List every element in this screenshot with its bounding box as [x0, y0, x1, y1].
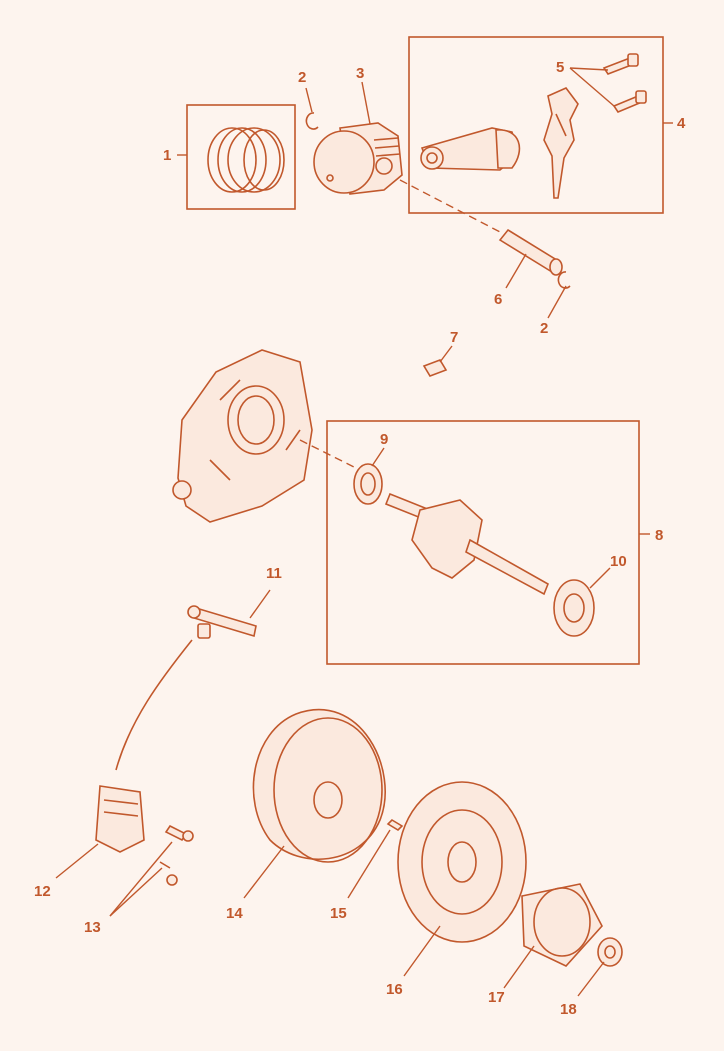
ignition-coil-part	[95, 639, 193, 853]
callout-3: 3	[356, 65, 364, 82]
flywheel-nut-part	[597, 937, 623, 967]
timing-gear-part	[553, 579, 595, 637]
callout-6: 6	[494, 291, 502, 308]
crank-gear-part	[353, 463, 383, 505]
callout-13: 13	[84, 919, 101, 936]
connecting-rod-part	[420, 87, 579, 199]
callout-2-bottom: 2	[540, 320, 548, 337]
woodruff-key-part	[422, 359, 448, 377]
piston-pin-part	[498, 228, 563, 276]
callout-15: 15	[330, 905, 347, 922]
circlip-part-top	[305, 112, 319, 130]
callout-17: 17	[488, 989, 505, 1006]
circlip-part-bottom	[557, 271, 571, 289]
callout-11: 11	[266, 565, 282, 582]
ignition-pin-part	[187, 605, 257, 639]
cooling-fan-part	[397, 781, 527, 943]
rod-bolts-part	[602, 53, 647, 113]
piston-part	[313, 122, 403, 195]
crankshaft-part	[384, 492, 550, 596]
flywheel-part	[252, 708, 386, 863]
callout-1: 1	[163, 147, 171, 164]
piston-rings-part	[207, 127, 285, 193]
callout-2-top: 2	[298, 69, 306, 86]
piston-ring-group-box	[186, 104, 296, 210]
coil-fasteners-part	[159, 824, 194, 886]
connecting-rod-group-box	[408, 36, 664, 214]
callout-9: 9	[380, 431, 388, 448]
callout-18: 18	[560, 1001, 577, 1018]
callout-7: 7	[450, 329, 458, 346]
callout-10: 10	[610, 553, 627, 570]
callout-14: 14	[226, 905, 243, 922]
callout-12: 12	[34, 883, 51, 900]
callout-8: 8	[655, 527, 663, 544]
flywheel-key-part	[386, 818, 404, 832]
callout-16: 16	[386, 981, 403, 998]
callout-4: 4	[677, 115, 686, 132]
crankshaft-group-box	[326, 420, 640, 665]
crankcase-cover-part	[172, 349, 313, 523]
callout-5: 5	[556, 59, 564, 76]
starter-cup-part	[521, 883, 603, 967]
